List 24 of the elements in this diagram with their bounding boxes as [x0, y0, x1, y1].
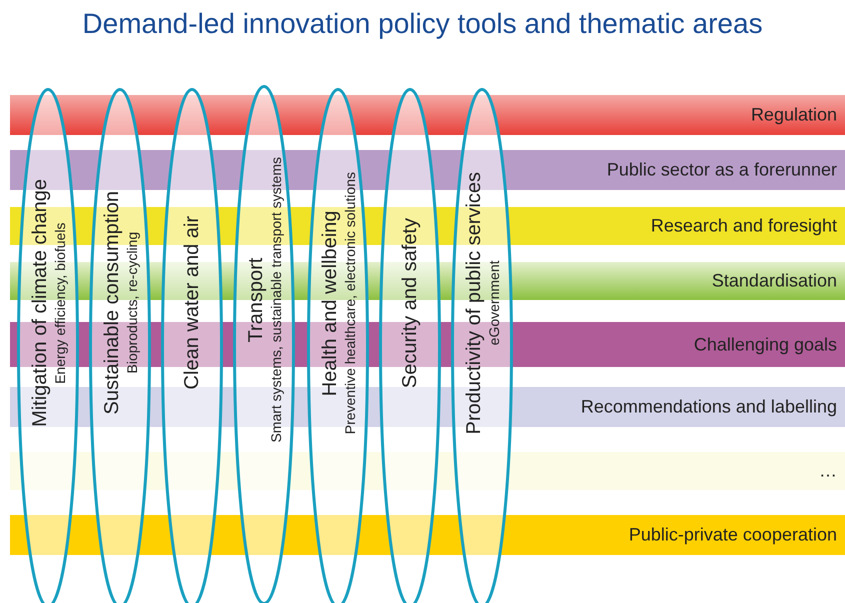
diagram-title: Demand-led innovation policy tools and thematic areas: [81, 8, 764, 40]
policy-band: [10, 95, 845, 135]
theme-examples: Bioproducts, re-cycling: [124, 232, 140, 374]
band-label: Challenging goals: [694, 334, 837, 355]
theme-heading: Health and wellbeing: [318, 210, 342, 396]
band-label: Research and foresight: [650, 216, 837, 236]
policy-band: [10, 452, 845, 490]
band-label: …: [819, 460, 837, 482]
band-label: Regulation: [750, 104, 837, 126]
policy-band: [10, 515, 845, 555]
theme-examples: Smart systems, sustainable transport systems: [268, 157, 284, 443]
band-label: Standardisation: [712, 270, 837, 292]
theme-examples: eGovernment: [486, 260, 502, 346]
theme-heading: Security and safety: [398, 218, 422, 388]
theme-examples: Preventive healthcare, electronic solutions: [342, 172, 358, 434]
band-label: Public sector as a forerunner: [606, 160, 837, 180]
band-label: Recommendations and labelling: [580, 396, 837, 418]
theme-heading: Productivity of public services: [462, 172, 486, 434]
theme-heading: Transport: [244, 258, 268, 342]
band-label: Public-private cooperation: [628, 524, 837, 546]
theme-heading: Sustainable consumption: [100, 191, 124, 415]
theme-examples: Energy efficiency, biofuels: [52, 222, 68, 384]
theme-heading: Clean water and air: [180, 216, 204, 390]
theme-heading: Mitigation of climate change: [28, 179, 52, 427]
